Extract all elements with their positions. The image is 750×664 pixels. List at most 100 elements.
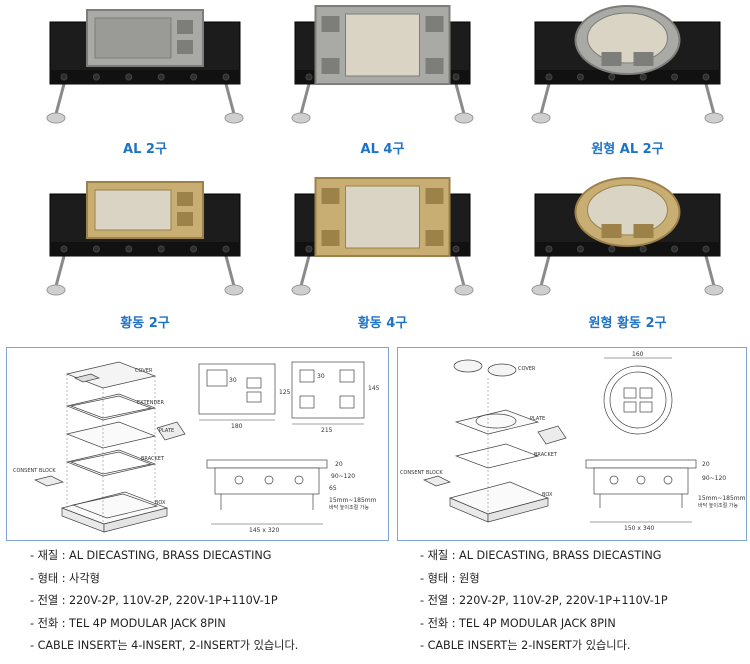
dim-side-b: 65 [329,485,337,492]
dim-side-b: 90~120 [702,475,726,482]
leg-foot [704,112,724,124]
extender-inner [69,395,153,419]
cover-part-2 [487,363,517,377]
dim-bottom: 150 x 340 [624,525,654,532]
spec-list-rectangular: - 재질 : AL DIECASTING, BRASS DIECASTING -… [30,545,298,658]
leveling-leg [454,255,466,287]
leg-foot [46,112,66,124]
product-card: AL 2구 [30,0,260,162]
dim-side-d: 15mm~185mm [329,497,377,504]
cover-layer [65,361,157,389]
dim-side-c: 90~120 [331,473,355,480]
dim-top: 160 [632,351,644,358]
dim-d2: 30 [317,373,325,380]
spec-line: - 전열 : 220V-2P, 110V-2P, 220V-1P+110V-1P [420,594,668,607]
leveling-leg [704,83,716,115]
knockout-hole [576,73,584,81]
knockout-hole [576,245,584,253]
knockout-hole [452,245,460,253]
knockout-hole [305,73,313,81]
product-caption: 원형 AL 2구 [591,142,664,157]
leg-foot [454,284,474,296]
spec-line: - CABLE INSERT는 2-INSERT가 있습니다. [420,639,631,652]
label-bracket: BRACKET [534,452,558,458]
cover-part-1 [453,359,483,373]
cable-flap [177,212,193,226]
dim-side-c: 15mm~185mm [698,495,746,502]
leveling-leg [299,255,311,287]
dim-w1: 180 [231,423,243,430]
label-cover: COVER [135,368,153,374]
product-image [531,5,724,124]
dim-side-a: 20 [335,461,343,468]
product-image [531,177,724,296]
leveling-leg [539,83,551,115]
knockout-hole [125,245,133,253]
spec-line: - 전화 : TEL 4P MODULAR JACK 8PIN [30,616,226,630]
spec-line: - CABLE INSERT는 4-INSERT, 2-INSERT가 있습니다… [30,639,299,652]
leg-foot [224,112,244,124]
product-card: 원형 황동 2구 [515,172,740,334]
knockout-hole [60,245,68,253]
spec-line: - 재질 : AL DIECASTING, BRASS DIECASTING [30,549,272,562]
cover-tile-area [94,17,172,59]
side-view-cover [585,459,697,469]
leveling-leg [224,255,236,287]
leg-foot [454,112,474,124]
top-view-outlet [206,369,228,387]
knockout-hole [639,245,647,253]
knockout-hole [671,245,679,253]
leg-foot [531,112,551,124]
cover-tile-area [587,12,668,64]
leveling-leg [704,255,716,287]
knockout-hole [190,73,198,81]
spec-line: - 형태 : 사각형 [30,571,100,585]
cable-flap [633,52,654,66]
knockout-hole [222,73,230,81]
product-caption: 황동 2구 [120,316,170,331]
knockout-hole [608,73,616,81]
exploded-diagram-round: COVER PLATE BRACKET BOX CONSENT BLOCK 16… [400,351,746,532]
dim-side-a: 20 [702,461,710,468]
dim-bottom: 145 x 320 [249,527,279,534]
spec-line: - 전열 : 220V-2P, 110V-2P, 220V-1P+110V-1P [30,594,278,607]
side-view-cover [206,459,328,469]
exploded-diagram-rect: COVER EXTENDER PLATE BRACKET BOX CONSENT… [13,361,380,534]
spec-list-round: - 재질 : AL DIECASTING, BRASS DIECASTING -… [420,545,668,658]
box-side-right [103,507,168,533]
product-caption: AL 4구 [360,142,405,157]
dim-side-note: 바닥 높이조절 가능 [329,504,369,511]
cover-tile-area [345,185,420,249]
cover-tile-area [345,13,420,77]
knockout-hole [92,73,100,81]
label-extender: EXTENDER [137,400,164,406]
floor-box-base [50,242,240,256]
product-caption: 원형 황동 2구 [588,316,667,331]
knockout-hole [125,73,133,81]
label-plate: PLATE [530,416,545,422]
plate-layer [454,409,540,435]
knockout-hole [222,245,230,253]
knockout-hole [190,245,198,253]
cable-flap [321,58,340,74]
knockout-hole [305,245,313,253]
leg-foot [224,284,244,296]
dim-h1: 125 [279,389,291,396]
leg-foot [291,112,311,124]
leg-foot [704,284,724,296]
leg-foot [291,284,311,296]
bracket-layer [454,443,540,469]
knockout-hole [702,245,710,253]
leg-foot [46,284,66,296]
cable-flap [321,16,340,32]
product-image [291,5,474,124]
knockout-hole [608,245,616,253]
product-card: 황동 4구 [275,172,490,334]
dim-d1: 30 [229,377,237,384]
knockout-hole [157,73,165,81]
cable-flap [601,52,622,66]
label-consent-block: CONSENT BLOCK [400,470,443,476]
plate-module [156,421,186,441]
product-card: 원형 AL 2구 [515,0,740,162]
plate-module [537,425,567,445]
